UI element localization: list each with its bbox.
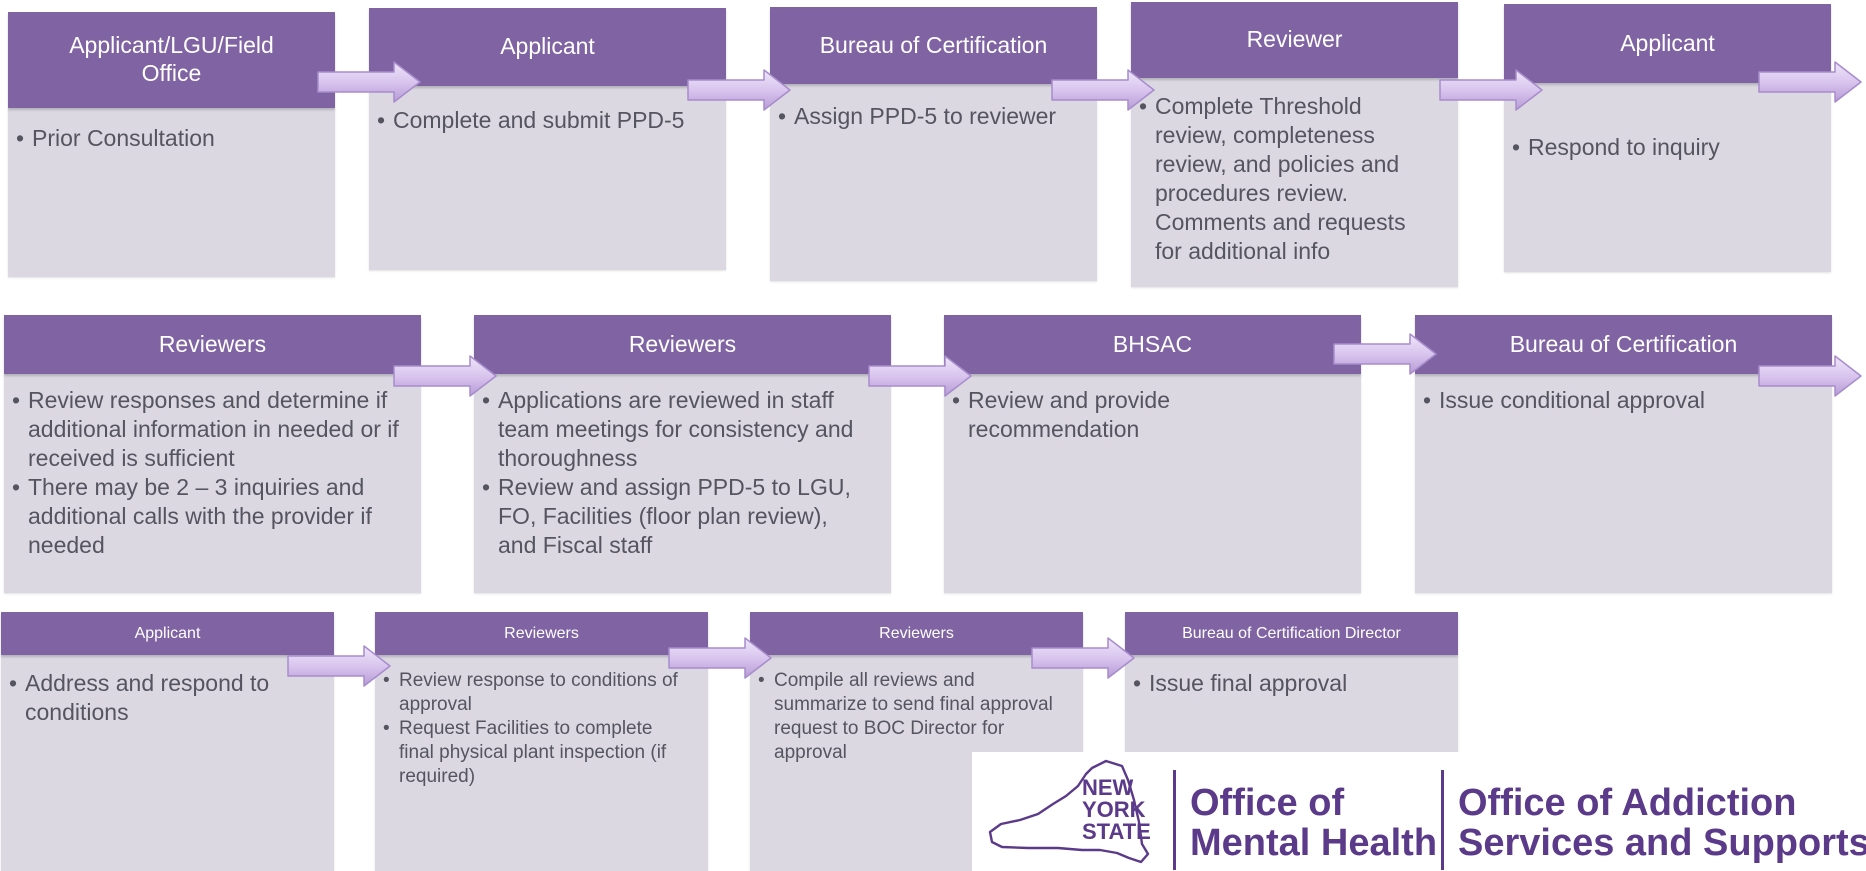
flow-arrow-icon xyxy=(1333,333,1437,375)
step-bullets: Compile all reviews and summarize to sen… xyxy=(754,669,1061,765)
step-bullet-item: Review and assign PPD-5 to LGU, FO, Faci… xyxy=(478,473,869,560)
step-body: Respond to inquiry xyxy=(1504,83,1831,272)
step-bullets: Applications are reviewed in staff team … xyxy=(478,386,869,560)
step-bullet-item: Complete Threshold review, completeness … xyxy=(1135,92,1436,266)
step-card: Complete Threshold review, completeness … xyxy=(1131,2,1458,287)
flow-arrow-icon xyxy=(1758,355,1862,397)
step-bullet-item: Assign PPD-5 to reviewer xyxy=(774,102,1075,131)
step-title: Bureau of Certification Director xyxy=(1125,612,1458,655)
step-card: Assign PPD-5 to reviewer Bureau of Certif… xyxy=(770,7,1097,281)
step-bullets: Review response to conditions of approva… xyxy=(379,669,686,789)
step-bullets: Respond to inquiry xyxy=(1508,133,1809,162)
step-title: Reviewers xyxy=(375,612,708,655)
step-card: Review response to conditions of approva… xyxy=(375,612,708,871)
step-card: Review and provide recommendation BHSAC xyxy=(944,315,1361,593)
step-bullets: Prior Consultation xyxy=(12,124,313,153)
step-bullet-item: Respond to inquiry xyxy=(1508,133,1809,162)
step-body: Review and provide recommendation xyxy=(944,374,1361,593)
step-bullets: Address and respond to conditions xyxy=(5,669,312,727)
step-card: Issue final approval Bureau of Certificat… xyxy=(1125,612,1458,752)
logo-oasas-line-1: Office of Addiction xyxy=(1458,782,1797,824)
step-card: Complete and submit PPD-5 Applicant xyxy=(369,8,726,270)
step-body: Review responses and determine if additi… xyxy=(4,374,421,593)
step-bullet-item: Review response to conditions of approva… xyxy=(379,669,686,717)
step-body: Issue conditional approval xyxy=(1415,374,1832,593)
flow-arrow-icon xyxy=(1051,69,1155,111)
step-title: BHSAC xyxy=(944,315,1361,374)
nys-agency-logo: NEW YORK STATE Office of Mental Health O… xyxy=(972,752,1866,871)
step-title: Applicant xyxy=(1504,4,1831,83)
logo-state-line-2: YORK xyxy=(1082,797,1146,822)
step-body: Prior Consultation xyxy=(8,108,335,277)
step-bullet-item: Address and respond to conditions xyxy=(5,669,312,727)
step-card: Respond to inquiry Applicant xyxy=(1504,4,1831,272)
logo-divider-2 xyxy=(1441,770,1444,870)
flow-arrow-icon xyxy=(868,355,972,397)
step-bullet-item: Issue conditional approval xyxy=(1419,386,1810,415)
logo-omh-line-2: Mental Health xyxy=(1190,821,1438,864)
step-body: Complete Threshold review, completeness … xyxy=(1131,78,1458,287)
step-bullets: Review responses and determine if additi… xyxy=(8,386,399,560)
step-bullet-item: Request Facilities to complete final phy… xyxy=(379,717,686,789)
step-bullets: Issue final approval xyxy=(1129,669,1436,698)
step-title: Applicant xyxy=(369,8,726,86)
step-body: Complete and submit PPD-5 xyxy=(369,86,726,270)
step-bullet-item: Review and provide recommendation xyxy=(948,386,1339,444)
step-bullet-item: Applications are reviewed in staff team … xyxy=(478,386,869,473)
step-title: Applicant/LGU/Field Office xyxy=(8,12,335,108)
flow-arrow-icon xyxy=(1439,69,1543,111)
step-body: Review response to conditions of approva… xyxy=(375,655,708,871)
step-title: Bureau of Certification xyxy=(770,7,1097,84)
step-body: Address and respond to conditions xyxy=(1,655,334,871)
step-title: Applicant xyxy=(1,612,334,655)
flow-arrow-icon xyxy=(687,69,791,111)
step-bullets: Review and provide recommendation xyxy=(948,386,1339,444)
new-york-state-map-icon xyxy=(988,759,1150,864)
step-title: Reviewers xyxy=(4,315,421,374)
step-title: Reviewers xyxy=(750,612,1083,655)
step-bullet-item: Prior Consultation xyxy=(12,124,313,153)
step-bullets: Assign PPD-5 to reviewer xyxy=(774,102,1075,131)
step-bullet-item: Review responses and determine if additi… xyxy=(8,386,399,473)
logo-omh-line-1: Office of xyxy=(1190,782,1345,824)
step-card: Address and respond to conditions Applica… xyxy=(1,612,334,871)
flow-arrow-icon xyxy=(287,645,391,687)
step-body: Assign PPD-5 to reviewer xyxy=(770,84,1097,281)
step-bullets: Issue conditional approval xyxy=(1419,386,1810,415)
flow-arrow-icon xyxy=(668,637,772,679)
flow-arrow-icon xyxy=(317,61,421,103)
step-body: Issue final approval xyxy=(1125,655,1458,752)
step-bullet-item: Issue final approval xyxy=(1129,669,1436,698)
step-title: Reviewers xyxy=(474,315,891,374)
flow-arrow-icon xyxy=(393,355,497,397)
step-title: Bureau of Certification xyxy=(1415,315,1832,374)
logo-state-line-3: STATE xyxy=(1082,819,1151,844)
step-bullets: Complete Threshold review, completeness … xyxy=(1135,92,1436,266)
step-bullets: Complete and submit PPD-5 xyxy=(373,106,704,135)
step-title: Reviewer xyxy=(1131,2,1458,78)
step-bullet-item: Complete and submit PPD-5 xyxy=(373,106,704,135)
step-bullet-item: Compile all reviews and summarize to sen… xyxy=(754,669,1061,765)
step-body: Applications are reviewed in staff team … xyxy=(474,374,891,593)
step-card: Prior Consultation Applicant/LGU/Field Of… xyxy=(8,12,335,277)
logo-state-line-1: NEW xyxy=(1082,775,1134,800)
logo-oasas-line-2: Services and Supports xyxy=(1458,821,1866,864)
step-card: Issue conditional approval Bureau of Cert… xyxy=(1415,315,1832,593)
flow-arrow-icon xyxy=(1031,637,1135,679)
flow-arrow-icon xyxy=(1758,61,1862,103)
step-card: Review responses and determine if additi… xyxy=(4,315,421,593)
step-bullet-item: There may be 2 – 3 inquiries and additio… xyxy=(8,473,399,560)
step-card: Applications are reviewed in staff team … xyxy=(474,315,891,593)
logo-divider-1 xyxy=(1173,770,1176,870)
